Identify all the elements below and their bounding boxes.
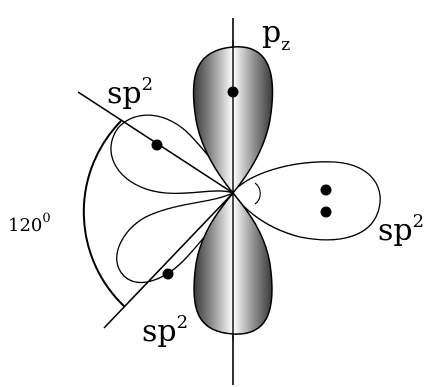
label-sp2-upper-left: sp2 bbox=[107, 74, 153, 111]
label-pz-main: p bbox=[262, 15, 281, 50]
label-angle-superscript: 0 bbox=[42, 211, 50, 226]
electron-dot-sp2-lower-left bbox=[163, 269, 174, 280]
label-sp2-upper-left-base: sp bbox=[107, 76, 142, 111]
electron-dot-pz bbox=[228, 87, 239, 98]
label-sp2-right: sp2 bbox=[378, 211, 424, 248]
label-sp2-lower-left-base: sp bbox=[142, 314, 177, 349]
electron-dot-sp2-right-bottom bbox=[321, 207, 332, 218]
label-pz: pz bbox=[262, 15, 290, 55]
label-sp2-lower-left: sp2 bbox=[142, 312, 188, 349]
electron-dot-sp2-right-top bbox=[321, 185, 332, 196]
label-pz-subscript: z bbox=[281, 35, 290, 55]
electron-dot-sp2-upper-left bbox=[152, 140, 163, 151]
label-sp2-right-superscript: 2 bbox=[413, 211, 424, 232]
label-sp2-right-base: sp bbox=[378, 213, 413, 248]
label-sp2-lower-left-superscript: 2 bbox=[177, 312, 188, 333]
label-sp2-upper-left-superscript: 2 bbox=[142, 74, 153, 95]
label-angle: 1200 bbox=[8, 211, 51, 236]
label-angle-value: 120 bbox=[8, 215, 42, 236]
